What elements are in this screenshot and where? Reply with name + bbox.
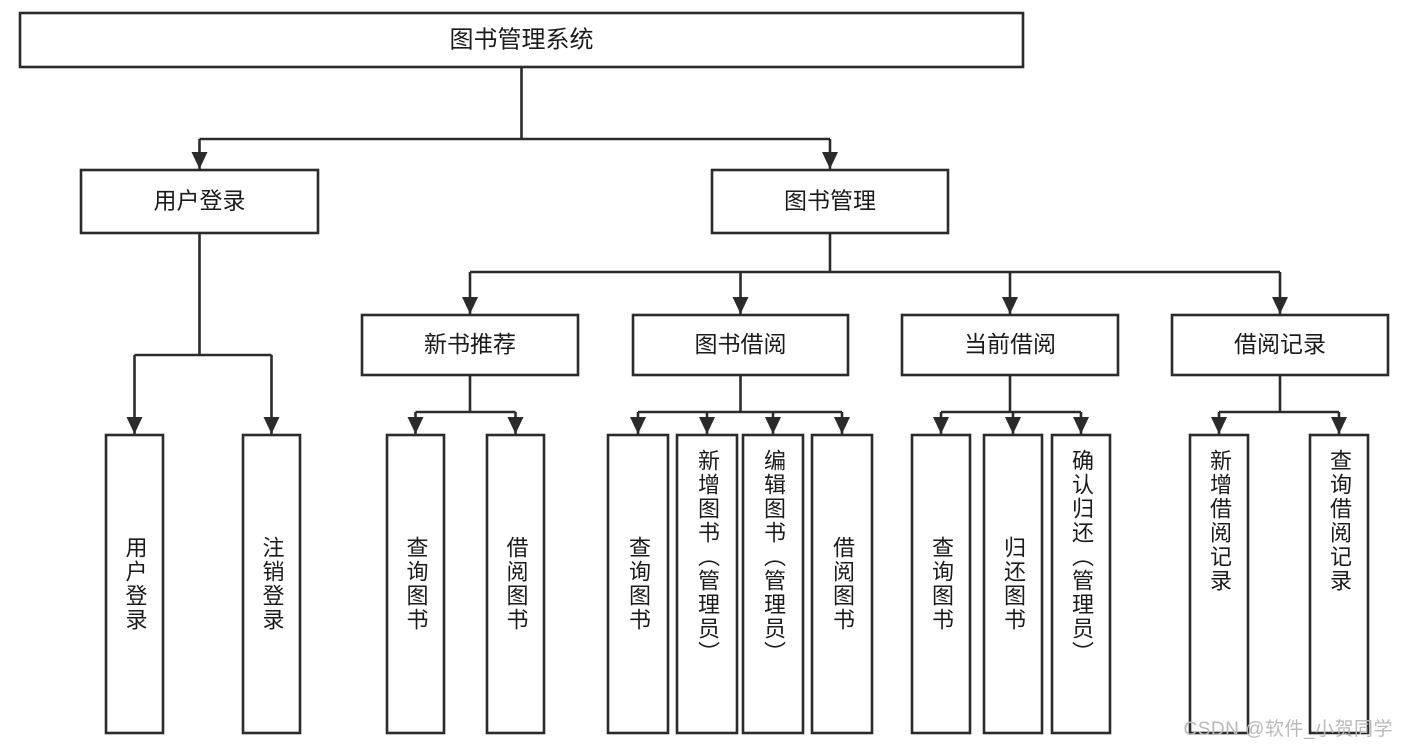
arrow-head-icon-leaf-query-record (1331, 417, 1347, 434)
arrow-head-icon-book-manage (822, 152, 838, 169)
node-leaf-query-book-1[interactable] (385, 433, 446, 735)
node-book-borrow-label: 图书借阅 (695, 331, 787, 357)
arrow-head-icon-leaf-edit-book (765, 417, 781, 434)
node-current-borrow-rect (900, 313, 1120, 377)
node-leaf-confirm-return[interactable] (1050, 433, 1112, 735)
node-current-borrow[interactable]: 当前借阅 (900, 313, 1120, 377)
arrow-head-icon-current-borrow (1002, 297, 1018, 314)
arrow-head-icon-new-book-recommend (462, 297, 478, 314)
node-leaf-add-record-rect (1188, 433, 1250, 735)
node-leaf-query-book-1-rect (385, 433, 446, 735)
node-leaf-query-book-3[interactable] (910, 433, 972, 735)
node-root-book-management-system-rect (18, 11, 1025, 69)
node-leaf-user-login[interactable] (104, 433, 165, 735)
node-borrow-record-rect (1170, 313, 1390, 377)
arrow-head-icon-leaf-return-book (1005, 417, 1021, 434)
arrow-head-icon-leaf-borrow-book-1 (507, 417, 524, 434)
node-book-manage-rect (710, 168, 950, 235)
node-book-manage[interactable]: 图书管理 (710, 168, 950, 235)
node-root-book-management-system-label: 图书管理系统 (450, 26, 594, 53)
node-leaf-add-book[interactable] (675, 433, 739, 735)
node-leaf-query-book-2-rect (606, 433, 670, 735)
arrow-head-icon-leaf-add-book (699, 417, 715, 434)
node-leaf-query-record-rect (1308, 433, 1370, 735)
arrow-head-icon-leaf-borrow-book-2 (834, 417, 850, 434)
node-book-manage-label: 图书管理 (784, 188, 876, 214)
node-user-login-label: 用户登录 (154, 188, 246, 214)
node-leaf-query-record[interactable] (1308, 433, 1370, 735)
node-new-book-recommend-label: 新书推荐 (424, 331, 516, 357)
node-leaf-borrow-book-2[interactable] (810, 433, 874, 735)
node-leaf-add-record[interactable] (1188, 433, 1250, 735)
arrow-head-icon-leaf-query-book-3 (933, 417, 949, 434)
arrow-head-icon-leaf-confirm-return (1073, 417, 1089, 434)
node-borrow-record-label: 借阅记录 (1234, 331, 1326, 357)
node-borrow-record[interactable]: 借阅记录 (1170, 313, 1390, 377)
arrow-head-icon-leaf-query-book-2 (630, 417, 646, 434)
node-leaf-borrow-book-2-rect (810, 433, 874, 735)
arrow-head-icon-leaf-add-record (1211, 417, 1227, 434)
node-current-borrow-label: 当前借阅 (964, 331, 1056, 357)
arrow-head-icon-book-borrow (732, 297, 749, 314)
node-book-borrow[interactable]: 图书借阅 (631, 313, 850, 377)
node-leaf-query-book-2[interactable] (606, 433, 670, 735)
arrow-head-icon-leaf-user-login (126, 417, 143, 434)
node-leaf-borrow-book-1-rect (485, 433, 546, 735)
node-leaf-user-login-rect (104, 433, 165, 735)
arrow-head-icon-user-login (191, 152, 208, 169)
node-user-login[interactable]: 用户登录 (79, 168, 320, 235)
node-leaf-query-book-3-rect (910, 433, 972, 735)
csdn-watermark: CSDN @软件_小贺同学 (1183, 719, 1393, 740)
node-leaf-edit-book[interactable] (741, 433, 805, 735)
node-book-borrow-rect (631, 313, 850, 377)
node-leaf-return-book-rect (982, 433, 1044, 735)
node-new-book-recommend-rect (360, 313, 580, 377)
arrow-head-icon-leaf-query-book-1 (407, 417, 424, 434)
arrow-head-icon-borrow-record (1272, 297, 1288, 314)
node-new-book-recommend[interactable]: 新书推荐 (360, 313, 580, 377)
node-leaf-borrow-book-1[interactable] (485, 433, 546, 735)
node-leaf-confirm-return-rect (1050, 433, 1112, 735)
node-leaf-edit-book-rect (741, 433, 805, 735)
node-leaf-logout-login[interactable] (241, 433, 302, 735)
node-leaf-return-book[interactable] (982, 433, 1044, 735)
node-leaf-logout-login-rect (241, 433, 302, 735)
arrow-head-icon-leaf-logout-login (263, 417, 280, 434)
node-leaf-add-book-rect (675, 433, 739, 735)
node-root-book-management-system[interactable]: 图书管理系统 (18, 11, 1025, 69)
